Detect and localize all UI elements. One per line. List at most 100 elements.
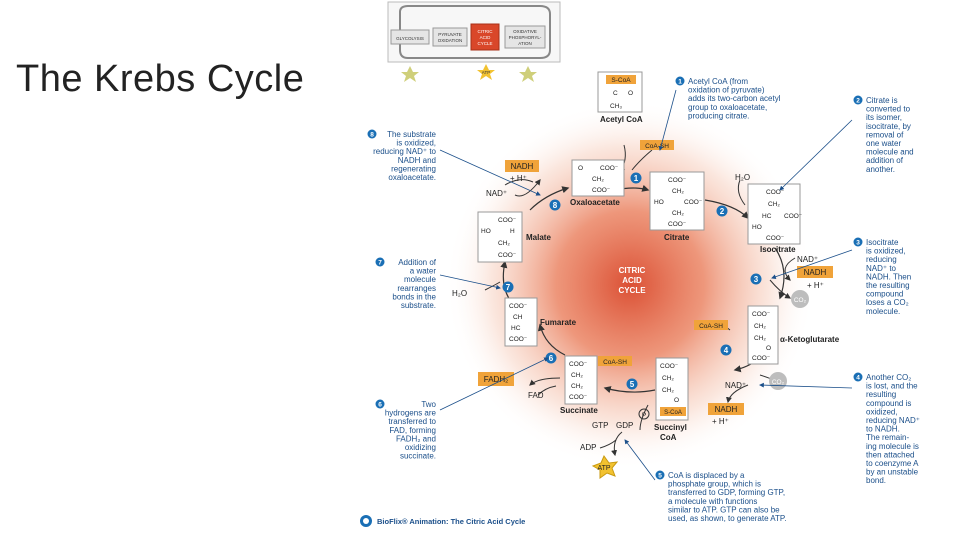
fumarate-ch: CH xyxy=(513,314,523,321)
akg-ch2-1: CH₂ xyxy=(754,323,766,330)
fumarate-coo-1: COO⁻ xyxy=(509,303,528,310)
annotation-line: by an unstable xyxy=(866,468,919,477)
annotation-number: 4 xyxy=(856,375,860,382)
annotation-line: another. xyxy=(866,165,895,174)
molecule-ketoglutarate: COO⁻ CH₂ CH₂ O COO⁻ α-Ketoglutarate xyxy=(747,305,840,365)
annotation-line: used, as shown, to generate ATP. xyxy=(668,514,786,523)
acetyl-coa-ch3: CH₃ xyxy=(610,103,622,110)
molecule-fumarate: COO⁻ CH HC COO⁻ Fumarate xyxy=(504,297,577,347)
annotation-line: compound xyxy=(866,290,903,299)
annotation-number-circle xyxy=(853,95,863,105)
molecule-isocitrate: COO⁻ CH₂ HC COO⁻ HO COO⁻ Isocitrate xyxy=(747,183,803,254)
annotation-line: The substrate xyxy=(387,130,436,139)
step-number-3: 3 xyxy=(750,273,762,285)
coash-top: CoA-SH xyxy=(645,143,669,150)
step-number-label: 5 xyxy=(630,380,635,389)
succinyl-name-1: Succinyl xyxy=(654,423,687,432)
isocitrate-hc: HC xyxy=(762,213,772,220)
annotation-line: molecule xyxy=(404,275,437,284)
annotation-line: a water xyxy=(410,267,437,276)
nadh-4: NADH xyxy=(715,405,738,414)
annotation-line: Addition of xyxy=(398,258,437,267)
fumarate-hc: HC xyxy=(511,325,521,332)
overview-atp-burst-right xyxy=(519,66,537,82)
succinate-ch2-2: CH₂ xyxy=(571,383,583,390)
malate-coo-2: COO⁻ xyxy=(498,252,517,259)
molecule-succinate: COO⁻ CH₂ CH₂ COO⁻ Succinate xyxy=(560,355,598,415)
citrate-coo-3: COO⁻ xyxy=(668,221,687,228)
bioflix-label: BioFlix® Animation: The Citric Acid Cycl… xyxy=(377,517,525,526)
annotation-line: is oxidized, xyxy=(866,247,906,256)
annotation-line: the resulting xyxy=(866,281,910,290)
annotation-line: substrate. xyxy=(401,301,436,310)
step-number-label: 6 xyxy=(549,354,554,363)
isocitrate-coo-2: COO⁻ xyxy=(784,213,803,220)
atp: ATP xyxy=(597,465,610,472)
annotation-line: oxidized, xyxy=(866,407,898,416)
cycle-glow xyxy=(445,100,815,470)
h2o-left: H₂O xyxy=(452,289,467,298)
overview-citric-3: CYCLE xyxy=(477,41,492,46)
cofactors: CoA-SH H₂O NAD⁺ NADH + H⁺ CO₂ CoA-SH NAD… xyxy=(452,140,833,479)
annotation-number: 5 xyxy=(658,473,662,480)
annotation-line: producing citrate. xyxy=(688,111,749,120)
annotation-line: isocitrate, by xyxy=(866,122,911,131)
annotation-number: 2 xyxy=(856,98,860,105)
malate-coo-1: COO⁻ xyxy=(498,217,517,224)
annotation-line: then attached xyxy=(866,450,914,459)
overview-atp: ATP xyxy=(482,70,490,75)
coash-mid: CoA-SH xyxy=(699,323,723,330)
malate-ch2: CH₂ xyxy=(498,240,510,247)
atp-burst xyxy=(591,454,619,479)
pi: P xyxy=(642,412,646,419)
overview-pyruvate-2: OXIDATION xyxy=(438,38,462,43)
annotation-line: removal of xyxy=(866,130,904,139)
cycle-label-line2: ACID xyxy=(622,276,642,285)
akg-coo-2: COO⁻ xyxy=(752,355,771,362)
annotation-number-circle xyxy=(675,76,685,86)
citrate-name: Citrate xyxy=(664,233,690,242)
acetyl-coa-name: Acetyl CoA xyxy=(600,115,643,124)
h2o-top: H₂O xyxy=(735,173,750,182)
annotation-line: Isocitrate xyxy=(866,238,899,247)
molecule-acetyl-coa: S-CoA C O CH₃ Acetyl CoA xyxy=(597,71,643,124)
isocitrate-name: Isocitrate xyxy=(760,245,796,254)
overview-atp-burst-center xyxy=(477,64,495,80)
annotation-line: loses a CO₂ xyxy=(866,298,909,307)
hplus-3: + H⁺ xyxy=(807,281,824,290)
malate-h: H xyxy=(510,228,515,235)
annotation-line: oxaloacetate. xyxy=(388,173,436,182)
annotation-line: molecule. xyxy=(866,307,900,316)
molecule-oxaloacetate: O COO⁻ CH₂ COO⁻ Oxaloacetate xyxy=(570,159,625,207)
succinyl-ch2-1: CH₂ xyxy=(662,375,674,382)
annotation-line: oxidizing xyxy=(405,443,436,452)
adp: ADP xyxy=(580,443,596,452)
gdp: GDP xyxy=(616,421,633,430)
annotation-line: NADH. Then xyxy=(866,272,911,281)
annotation-number: 8 xyxy=(370,132,374,139)
annotation-line: group to oxaloacetate, xyxy=(688,103,767,112)
oxaloacetate-ch2: CH₂ xyxy=(592,176,604,183)
annotation-line: molecule and xyxy=(866,148,914,157)
overview-diagram: GLYCOLYSIS PYRUVATE OXIDATION CITRIC ACI… xyxy=(387,1,561,82)
overview-atp-burst-left xyxy=(401,66,419,82)
succinyl-ch2-2: CH₂ xyxy=(662,387,674,394)
overview-citric-1: CITRIC xyxy=(478,29,494,34)
bioflix-link[interactable]: BioFlix® Animation: The Citric Acid Cycl… xyxy=(360,515,525,527)
isocitrate-coo-1: COO⁻ xyxy=(766,189,785,196)
ketoglutarate-name: α-Ketoglutarate xyxy=(780,335,840,344)
succinate-coo-1: COO⁻ xyxy=(569,361,588,368)
annotation-line: adds its two-carbon acetyl xyxy=(688,94,781,103)
annotation-line: hydrogens are xyxy=(385,409,437,418)
oxaloacetate-name: Oxaloacetate xyxy=(570,198,620,207)
annotation-line: transferred to xyxy=(388,417,436,426)
acetyl-coa-box: S-CoA xyxy=(611,77,631,84)
annotation-line: one water xyxy=(866,139,901,148)
co2-3: CO₂ xyxy=(794,297,807,304)
annotation-line: phosphate group, which is xyxy=(668,480,761,489)
annotation-line: CoA is displaced by a xyxy=(668,471,745,480)
annotation-line: NADH and xyxy=(398,156,436,165)
